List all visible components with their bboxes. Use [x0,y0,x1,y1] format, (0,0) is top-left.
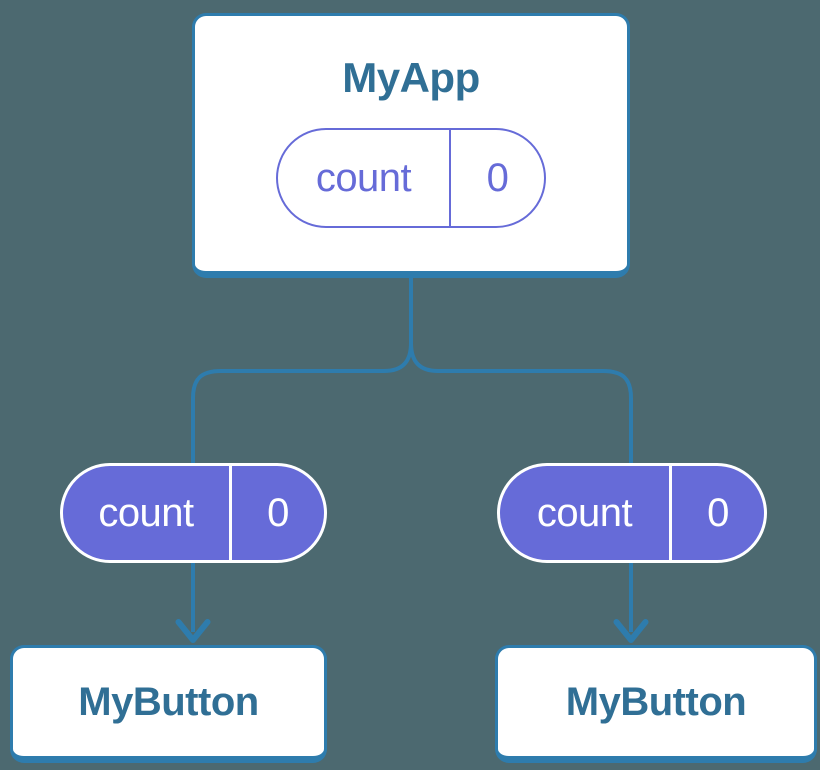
right-arrowhead-icon [613,619,649,643]
right-branch-line [409,342,633,632]
state-pill-root-value: 0 [486,155,509,200]
state-pill-root: count 0 [276,128,546,228]
prop-pill-right: count 0 [497,463,767,563]
prop-pill-left-value: 0 [267,490,289,535]
node-myapp-title: MyApp [342,54,480,101]
node-myapp: MyApp count 0 [192,13,630,278]
prop-pill-right-label: count [500,466,672,560]
prop-pill-left: count 0 [60,463,327,563]
node-mybutton-left-title: MyButton [78,679,259,724]
state-pill-root-label: count [278,130,451,226]
prop-pill-left-label: count [63,466,232,560]
left-branch-line [191,342,413,632]
prop-pill-right-value: 0 [707,490,729,535]
node-mybutton-right-title: MyButton [565,679,747,724]
node-mybutton-right: MyButton [495,645,817,763]
node-mybutton-left: MyButton [10,645,327,763]
left-arrowhead-icon [175,619,211,643]
